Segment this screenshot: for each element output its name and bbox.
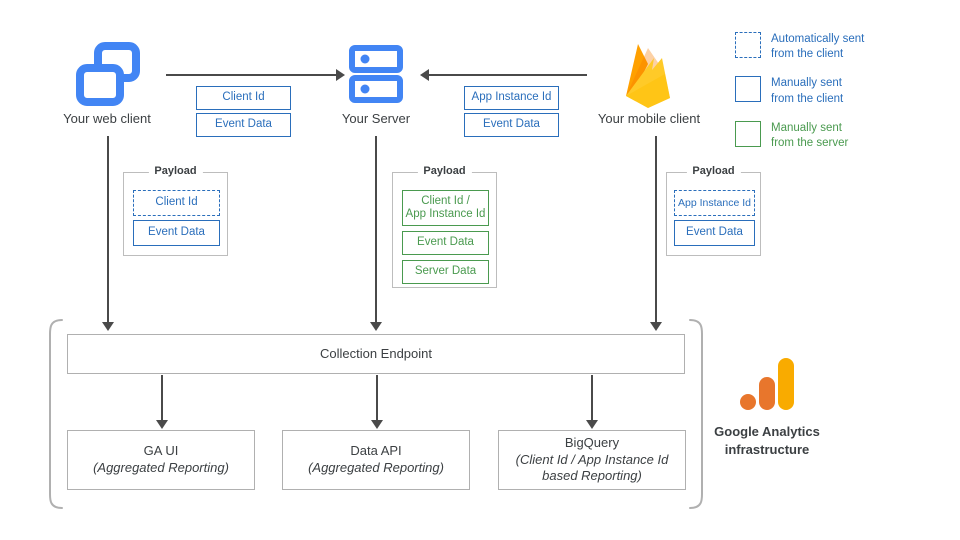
legend-label-auto-client: Automatically sent from the client <box>771 33 865 61</box>
output-box-bigquery: BigQuery (Client Id / App Instance Id ba… <box>498 430 686 490</box>
output-subtitle-data-api: (Aggregated Reporting) <box>308 460 444 475</box>
payload-mobile-title: Payload <box>686 165 741 177</box>
legend-swatch-dashed-blue <box>735 32 761 58</box>
payload-web-title: Payload <box>148 165 203 177</box>
legend-item-manual-server: Manually sent from the server <box>735 120 864 151</box>
infrastructure-bracket <box>44 318 708 510</box>
server-icon <box>348 44 404 106</box>
collection-endpoint-box: Collection Endpoint <box>67 334 685 374</box>
payload-web-item-client-id: Client Id <box>133 190 220 216</box>
output-subtitle-ga-ui: (Aggregated Reporting) <box>93 460 229 475</box>
legend-item-auto-client: Automatically sent from the client <box>735 32 864 62</box>
firebase-flame-icon <box>618 38 680 110</box>
mobile-client-label: Your mobile client <box>597 111 701 126</box>
payload-server: Payload Client Id / App Instance Id Even… <box>392 165 497 288</box>
transit-chip-web-event-data: Event Data <box>196 113 291 137</box>
output-title-bigquery: BigQuery <box>564 434 620 450</box>
output-box-data-api: Data API (Aggregated Reporting) <box>282 430 470 490</box>
legend-swatch-solid-green <box>735 120 761 147</box>
payload-mobile-item-event-data: Event Data <box>674 220 755 246</box>
legend: Automatically sent from the client Manua… <box>735 32 864 165</box>
payload-server-item-server-data: Server Data <box>402 260 489 284</box>
google-analytics-caption: Google Analytics infrastructure <box>714 424 820 457</box>
legend-item-manual-client: Manually sent from the client <box>735 76 864 106</box>
payload-server-title: Payload <box>417 165 472 177</box>
payload-server-item-client-or-app-instance-id: Client Id / App Instance Id <box>402 190 489 226</box>
google-analytics-logo <box>740 358 800 414</box>
transit-chip-mobile-event-data: Event Data <box>464 113 559 137</box>
server-label: Your Server <box>341 111 411 126</box>
web-client-icon <box>74 40 142 108</box>
payload-web-item-event-data: Event Data <box>133 220 220 246</box>
legend-swatch-solid-blue <box>735 76 761 103</box>
collection-endpoint-label: Collection Endpoint <box>319 345 433 361</box>
output-box-ga-ui: GA UI (Aggregated Reporting) <box>67 430 255 490</box>
transit-chip-web-client-id: Client Id <box>196 86 291 110</box>
web-client-label: Your web client <box>63 111 151 126</box>
transit-chip-mobile-app-instance-id: App Instance Id <box>464 86 559 110</box>
output-title-ga-ui: GA UI <box>143 443 179 459</box>
payload-mobile: Payload App Instance Id Event Data <box>666 165 761 256</box>
output-subtitle-bigquery: (Client Id / App Instance Id based Repor… <box>515 451 669 484</box>
payload-mobile-item-app-instance-id: App Instance Id <box>674 190 755 216</box>
output-title-data-api: Data API <box>350 443 402 459</box>
legend-label-manual-client: Manually sent from the client <box>771 77 844 105</box>
payload-server-item-event-data: Event Data <box>402 231 489 255</box>
payload-web: Payload Client Id Event Data <box>123 165 228 256</box>
legend-label-manual-server: Manually sent from the server <box>771 121 849 149</box>
